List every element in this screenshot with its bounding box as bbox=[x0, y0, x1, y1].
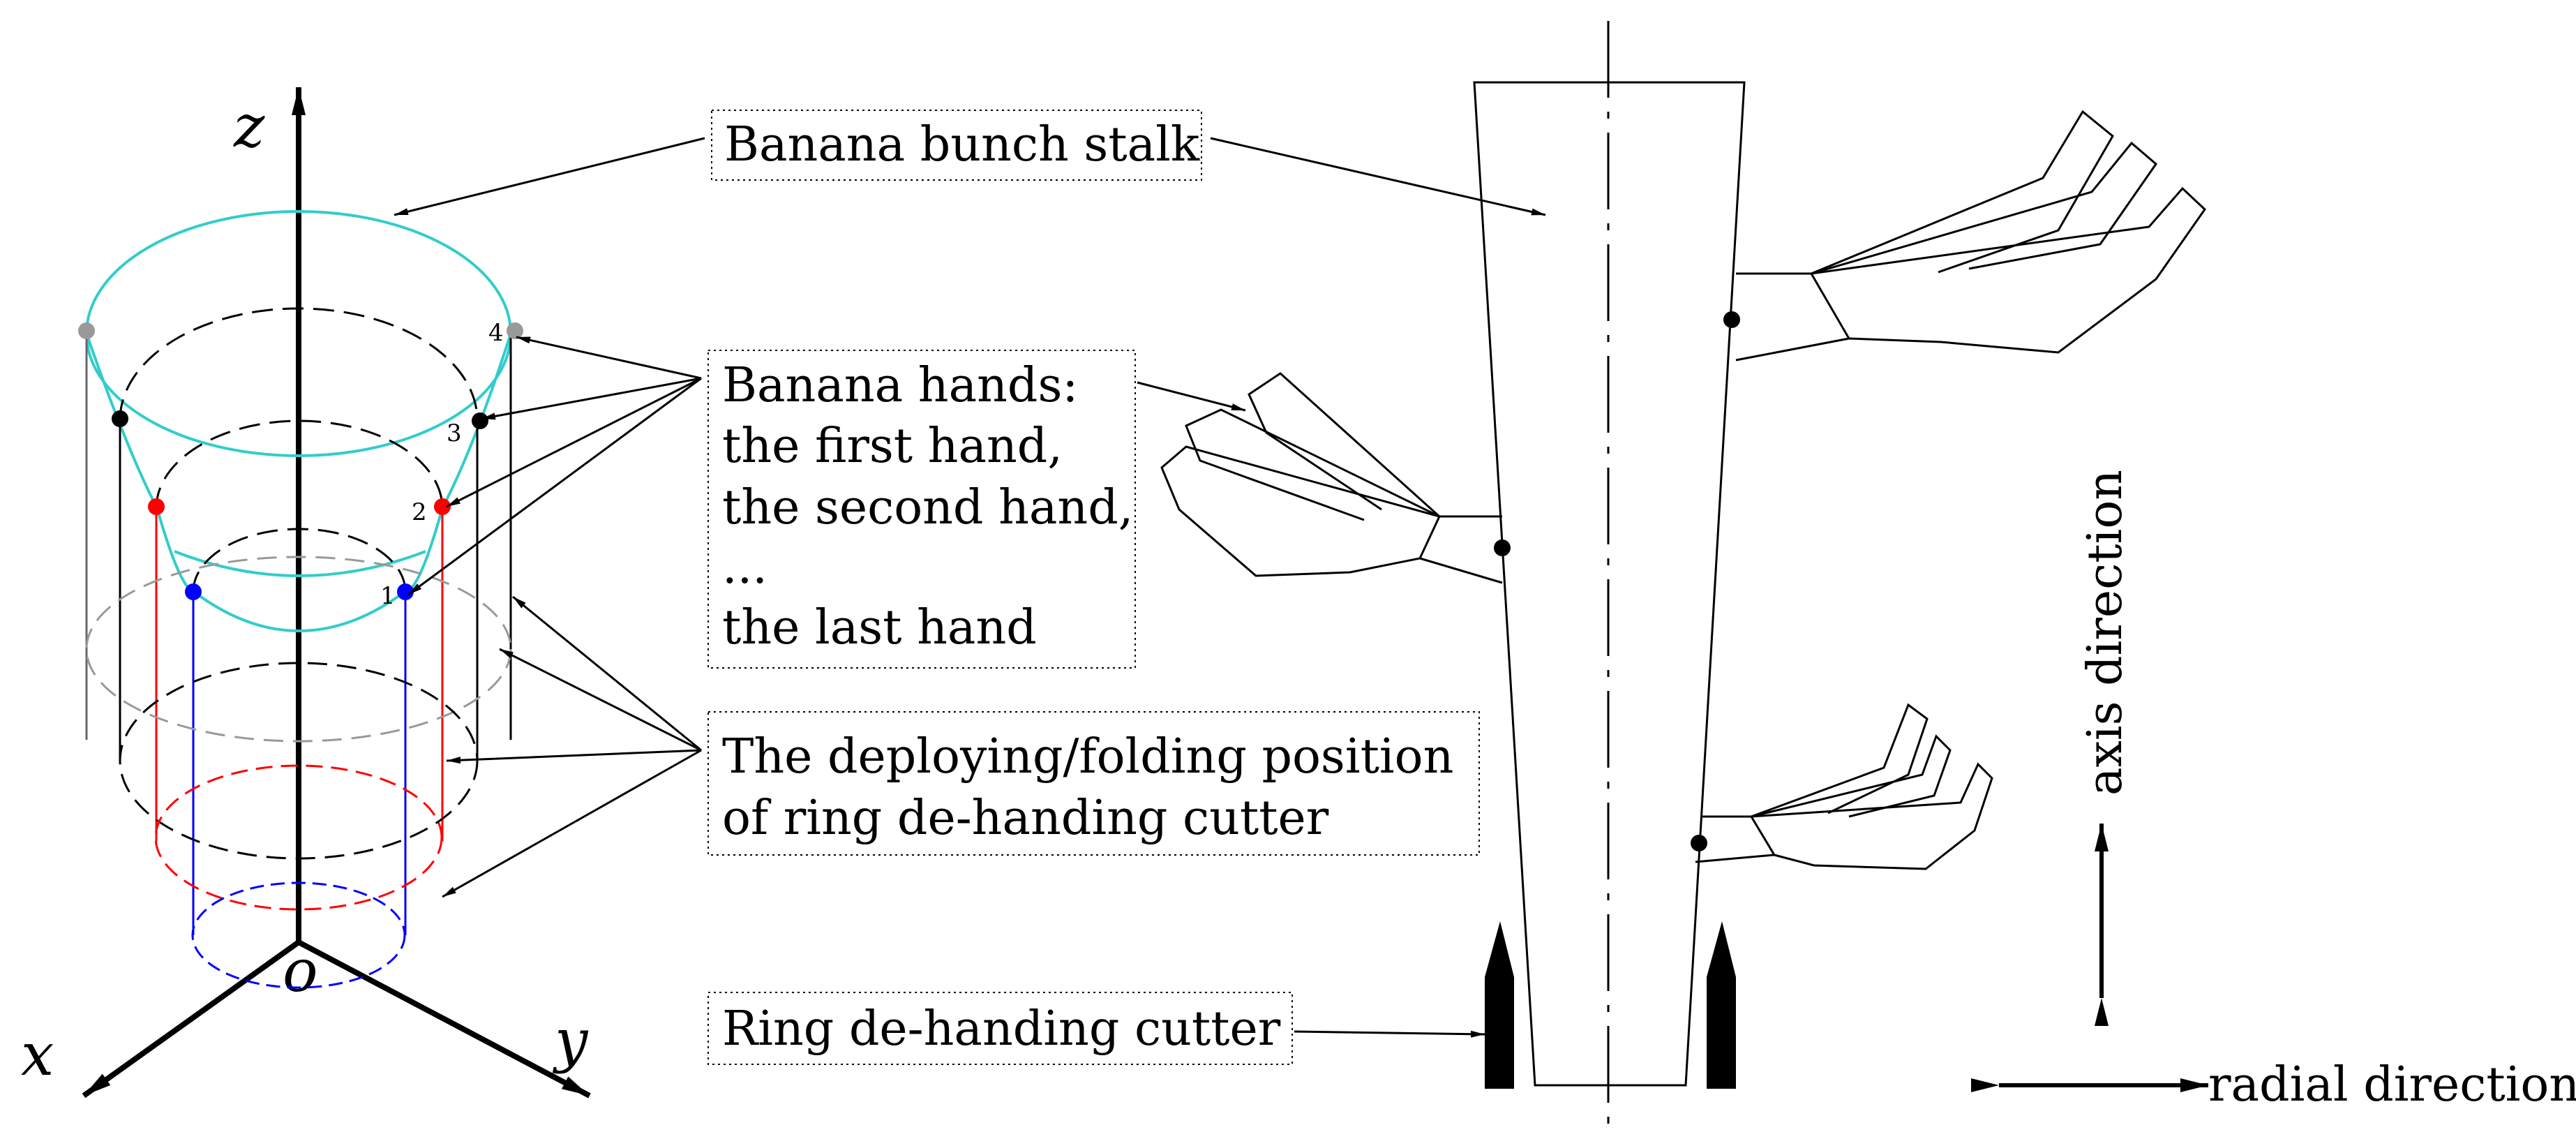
y-axis-label: y bbox=[552, 1006, 589, 1075]
stalk-side-view bbox=[1160, 21, 2206, 1138]
leader-arrows bbox=[394, 137, 1546, 1038]
hand-point-3-left bbox=[112, 410, 128, 427]
banana-hand-lower-right bbox=[1691, 703, 1993, 870]
label-cutter: Ring de-handing cutter bbox=[707, 992, 1293, 1065]
banana-hand-middle-left bbox=[1160, 372, 1511, 584]
cutter-label: Ring de-handing cutter bbox=[722, 1002, 1281, 1057]
stalk-body bbox=[1473, 81, 1746, 1087]
hand-point-2-left bbox=[148, 498, 165, 515]
position-label-line-1: The deploying/folding position bbox=[722, 729, 1453, 784]
origin-label: o bbox=[283, 937, 318, 1005]
hand-point-4-right bbox=[507, 322, 523, 339]
label-position: The deploying/folding position of ring d… bbox=[707, 711, 1480, 856]
label-stalk: Banana bunch stalk bbox=[711, 110, 1202, 181]
hand-number-1: 1 bbox=[380, 582, 396, 610]
hand-number-3: 3 bbox=[447, 419, 462, 447]
hand-number-4: 4 bbox=[488, 319, 504, 347]
axis-direction-label: axis direction bbox=[2078, 470, 2133, 796]
hand-point-3-right bbox=[472, 412, 488, 429]
hands-label-line-2: the first hand, bbox=[722, 419, 1063, 474]
direction-indicators: axis direction radial direction bbox=[1971, 470, 2576, 1112]
hands-label-line-1: Banana hands: bbox=[722, 358, 1078, 413]
hands-label-line-5: the last hand bbox=[722, 600, 1037, 655]
x-axis-label: x bbox=[21, 1020, 54, 1089]
cutter-ring-3 bbox=[119, 662, 479, 860]
label-hands: Banana hands: the first hand, the second… bbox=[707, 350, 1136, 669]
cutter-ring-1 bbox=[191, 881, 406, 989]
cutter-blade-right bbox=[1707, 921, 1736, 1089]
cutter-blade-left bbox=[1485, 921, 1514, 1089]
stalk-label: Banana bunch stalk bbox=[724, 117, 1200, 172]
hands-label-line-4: ... bbox=[722, 539, 767, 595]
ring-upper-1 bbox=[192, 528, 407, 593]
hand-point-4-left bbox=[78, 322, 95, 339]
position-label-line-2: of ring de-handing cutter bbox=[722, 791, 1329, 846]
3d-schematic: z x y o bbox=[21, 87, 591, 1099]
hand-point-1-left bbox=[185, 583, 202, 600]
hand-number-2: 2 bbox=[412, 498, 427, 526]
ring-upper-2 bbox=[155, 419, 444, 509]
banana-hand-upper-right bbox=[1723, 110, 2206, 362]
radial-direction-label: radial direction bbox=[2208, 1057, 2576, 1112]
cutter-ring-2 bbox=[154, 764, 443, 911]
x-axis bbox=[82, 939, 301, 1099]
z-axis-label: z bbox=[233, 92, 265, 161]
y-axis bbox=[297, 939, 591, 1099]
ring-upper-3 bbox=[119, 307, 479, 421]
hands-label-line-3: the second hand, bbox=[722, 480, 1133, 535]
